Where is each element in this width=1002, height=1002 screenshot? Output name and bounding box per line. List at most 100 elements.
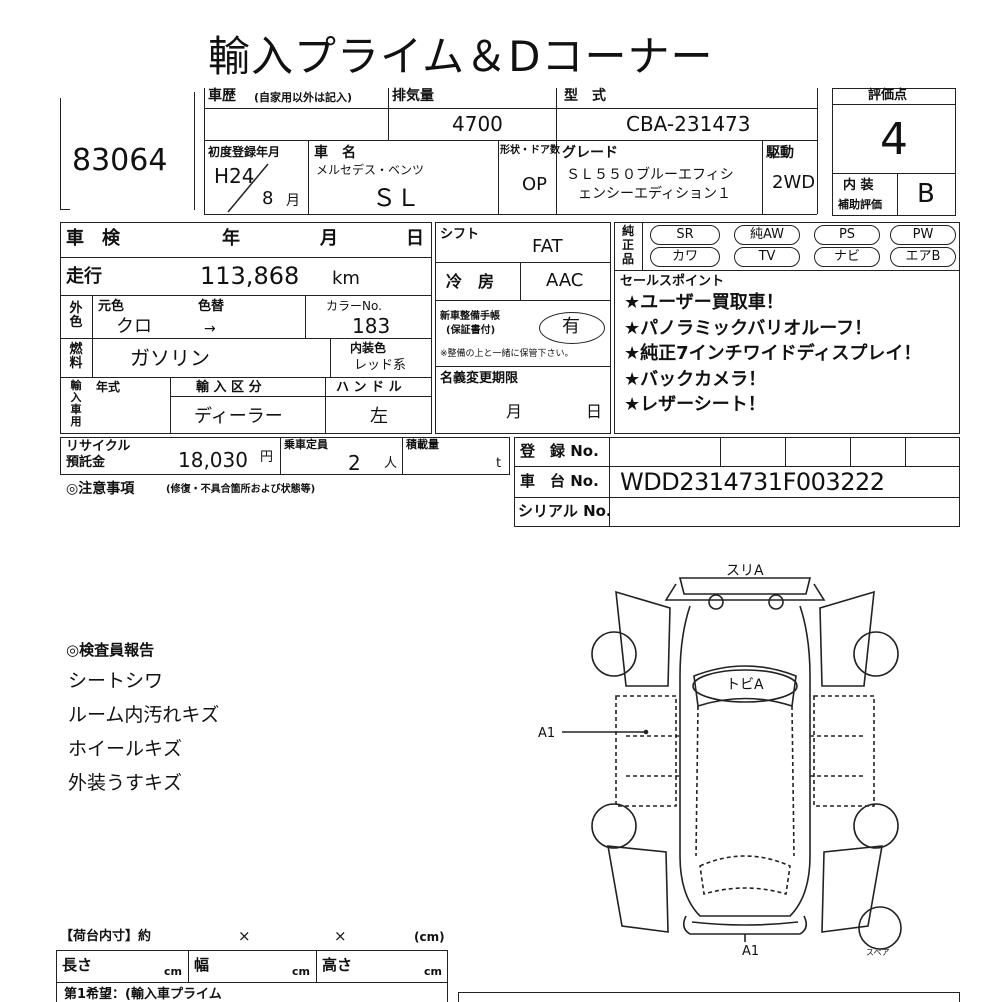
caution-label: ◎注意事項 [66,481,135,497]
color-changed-label: 色替 [198,299,225,314]
aircon-label: 冷 房 [446,272,495,291]
equipment-aw: 純AW [734,225,800,245]
aircon-value: AAC [546,270,584,291]
maintenance-value: 有 [562,316,580,337]
equipment-tv: TV [734,247,800,267]
serial-no-label: シリアル No. [518,502,612,520]
grade-label: グレード [562,145,618,161]
registration-no-label: 登 録 No. [520,442,599,460]
displacement-label: 排気量 [392,88,434,104]
id-number-box [514,437,960,527]
diagram-rear-note: スリA [726,563,764,579]
cargo-x2: × [334,927,347,945]
cargo-width-label: 幅 [194,956,210,974]
recycle-unit: 円 [260,450,274,465]
chassis-no-label: 車 台 No. [520,472,599,490]
bottom-right-box [458,992,960,1002]
interior-color-value: レッド系 [354,358,407,373]
sales-box [614,222,960,434]
recycle-sublabel: 預託金 [66,455,106,470]
sales-point-item: ★バックカメラ！ [624,369,767,390]
model-code-value: CBA-231473 [626,112,751,136]
name-change-month: 月 [506,402,523,421]
cargo-length-label: 長さ [62,956,93,974]
diagram-front-note: A1 [742,944,760,959]
equipment-label: 純正品 [621,224,634,266]
score-label: 評価点 [868,88,908,103]
color-original-label: 元色 [98,299,125,314]
import-type-value: ディーラー [194,406,283,427]
history-label: 車歴 [208,88,236,104]
equipment-pw: PW [890,225,956,245]
sales-points-label: セールスポイント [620,274,725,289]
interior-score-label: 内 装 [843,178,874,193]
color-arrow: → [204,321,216,337]
color-code-label: カラーNo. [326,299,382,313]
cargo-bottom-text: 第1希望：(輸入車プライム [64,987,222,1002]
cargo-unit: (cm) [414,930,445,944]
diagram-side-note: A1 [538,726,556,741]
drive-value: 2WD [772,172,816,193]
mileage-value: 113,868 [200,262,300,290]
import-handle-value: 左 [370,406,388,427]
door-value: OP [522,174,548,195]
cargo-label: 【荷台内寸】約 [60,929,152,944]
cargo-width-unit: cm [292,965,310,978]
sales-point-item: ★純正7インチワイドディスプレイ！ [624,343,922,364]
fuel-label: 燃料 [69,342,83,371]
inspector-report-item: 外装うすキズ [68,772,183,794]
sales-point-item: ★ユーザー買取車！ [624,292,784,313]
registration-slash [227,163,269,213]
shift-value: FAT [532,236,563,257]
cargo-height-label: 高さ [322,956,353,974]
history-note: (自家用以外は記入) [254,91,353,104]
import-year-label: 年式 [96,380,121,394]
car-name: ＳＬ [372,184,420,212]
interior-score-sublabel: 補助評価 [838,198,882,211]
inspection-label: 車 検 [66,228,120,249]
inspector-report-item: シートシワ [68,670,164,692]
score-box [832,88,956,216]
capacity-unit: 人 [384,456,398,471]
import-side-label: 輸入車用 [70,379,82,428]
cargo-x1: × [238,927,251,945]
import-type-label: 輸 入 区 分 [196,380,262,395]
equipment-ps: PS [814,225,880,245]
sales-point-item: ★レザーシート！ [624,394,766,415]
model-code-label: 型 式 [564,88,606,104]
first-registration-month: 8 [262,188,274,209]
lot-number: 83064 [72,143,168,178]
middle-detail-box [435,222,611,434]
car-name-label: 車 名 [314,145,356,161]
displacement-value: 4700 [452,112,503,136]
import-handle-label: ハ ン ド ル [336,380,402,395]
color-code-value: 183 [352,314,391,338]
first-registration-era: H24 [214,164,255,188]
lot-bracket-left [60,98,61,210]
first-registration-month-unit: 月 [286,193,300,209]
inspection-month: 月 [320,228,338,249]
vehicle-detail-box [60,222,432,434]
inspection-year: 年 [222,228,240,249]
maintenance-sublabel: (保証書付) [446,325,496,336]
mileage-unit: km [332,268,360,289]
capacity-value: 2 [348,451,361,475]
shift-label: シフト [440,227,480,242]
grade-value-line1: ＳＬ５５０ブルーエフィシ [566,167,734,183]
recycle-box [60,437,510,475]
drive-label: 駆動 [766,145,794,161]
equipment-leather: カワ [650,247,720,267]
inspector-report-label: ◎検査員報告 [66,641,155,659]
cargo-height-unit: cm [424,965,442,978]
chassis-no-value: WDD2314731F003222 [620,468,885,496]
name-change-day: 日 [586,402,603,421]
interior-color-label: 内装色 [350,341,387,355]
caution-note: (修復・不具合箇所および状態等) [166,484,316,495]
name-change-label: 名義変更期限 [440,371,519,386]
maintenance-value-oval [539,312,605,344]
inspection-day: 日 [406,228,424,249]
inspector-report-item: ルーム内汚れキズ [68,704,220,726]
score-value: 4 [880,114,908,165]
recycle-value: 18,030 [178,448,248,472]
load-label: 積載量 [406,438,439,451]
